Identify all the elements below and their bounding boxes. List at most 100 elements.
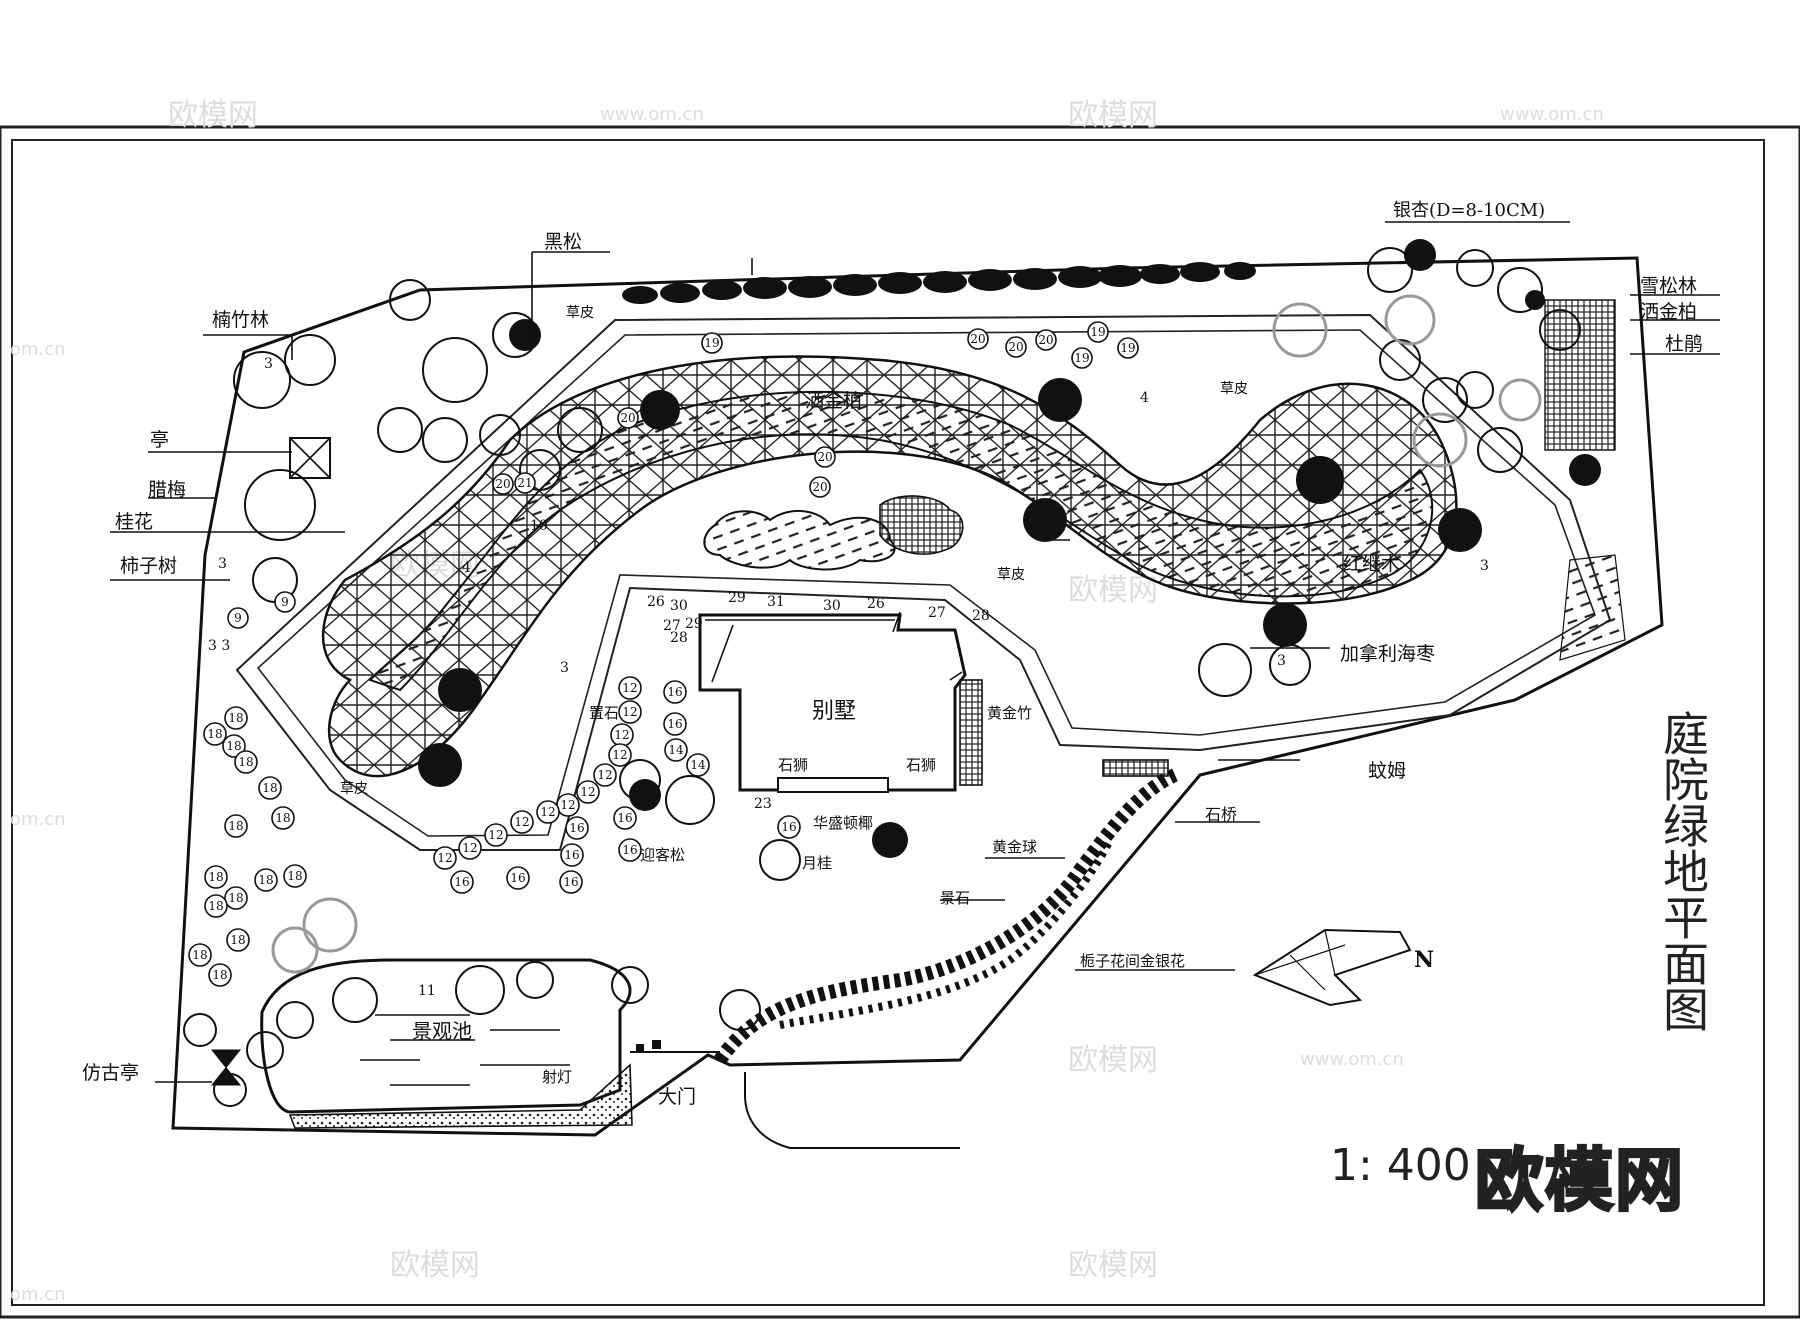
label-gold-cypress: 洒金柏 xyxy=(1640,301,1697,323)
label-hippophae: 加拿利海枣 xyxy=(1340,642,1435,665)
label-pine-welcome: 迎客松 xyxy=(640,846,685,864)
landscape-pond xyxy=(260,958,633,1129)
label-bamboo-gold: 黄金竹 xyxy=(987,704,1032,722)
label-stone-bridge: 石桥 xyxy=(1205,805,1237,824)
svg-text:3: 3 xyxy=(560,660,569,676)
svg-text:18: 18 xyxy=(262,781,277,795)
svg-text:18: 18 xyxy=(228,819,243,833)
label-bamboo: 楠竹林 xyxy=(212,309,269,331)
path-inner-edge xyxy=(256,329,1596,837)
label-loropetalum: 红继木 xyxy=(1343,553,1400,575)
label-lawn-right: 草皮 xyxy=(1220,381,1248,397)
svg-text:29: 29 xyxy=(685,616,703,632)
svg-text:21: 21 xyxy=(517,476,532,490)
svg-text:om.cn: om.cn xyxy=(10,1284,66,1305)
label-osmanthus: 桂花 xyxy=(115,511,153,533)
svg-text:3: 3 xyxy=(1480,558,1489,574)
label-cedar: 雪松林 xyxy=(1640,275,1697,297)
label-azalea: 杜鹃 xyxy=(1665,333,1703,355)
label-north: N xyxy=(1414,947,1434,973)
svg-text:3: 3 xyxy=(264,356,273,372)
flower-strip xyxy=(368,390,1434,692)
svg-text:16: 16 xyxy=(667,685,682,699)
svg-text:23: 23 xyxy=(754,796,772,812)
svg-text:12: 12 xyxy=(540,805,555,819)
svg-text:12: 12 xyxy=(597,768,612,782)
north-arrow xyxy=(1252,928,1412,1007)
tree-index-markers xyxy=(188,321,1139,987)
svg-text:12: 12 xyxy=(622,681,637,695)
svg-text:18: 18 xyxy=(192,948,207,962)
label-villa: 别墅 xyxy=(812,699,856,724)
svg-text:16: 16 xyxy=(622,843,637,857)
svg-text:12: 12 xyxy=(580,785,595,799)
label-pond: 景观池 xyxy=(412,1019,472,1043)
black-pine-hedge xyxy=(622,262,1256,304)
label-persimmon: 柿子树 xyxy=(120,555,177,577)
svg-text:16: 16 xyxy=(454,875,469,889)
svg-text:12: 12 xyxy=(514,815,529,829)
palm-symbols xyxy=(418,239,1601,858)
svg-text:4: 4 xyxy=(1140,390,1149,406)
svg-text:12: 12 xyxy=(560,798,575,812)
svg-text:欧模网: 欧模网 xyxy=(1068,1043,1158,1078)
svg-text:欧模网: 欧模网 xyxy=(1068,98,1158,133)
label-lawn-left: 草皮 xyxy=(340,781,368,797)
label-lawn-top: 草皮 xyxy=(566,305,594,321)
svg-text:18: 18 xyxy=(275,811,290,825)
label-gate: 大门 xyxy=(658,1086,696,1108)
svg-text:14: 14 xyxy=(668,743,684,757)
svg-text:18: 18 xyxy=(287,869,302,883)
svg-text:12: 12 xyxy=(488,828,503,842)
svg-text:欧模网: 欧模网 xyxy=(1068,1248,1158,1283)
svg-text:12: 12 xyxy=(614,728,629,742)
lawn-island-shrubs xyxy=(703,495,964,571)
svg-text:12: 12 xyxy=(612,748,627,762)
svg-text:www.om.cn: www.om.cn xyxy=(1500,104,1604,125)
svg-text:20: 20 xyxy=(620,411,635,425)
stone-bridge xyxy=(1102,759,1169,777)
svg-text:18: 18 xyxy=(226,739,241,753)
label-moon-osmanthus: 月桂 xyxy=(802,854,832,872)
svg-text:12: 12 xyxy=(462,841,477,855)
svg-text:18: 18 xyxy=(208,870,223,884)
svg-text:20: 20 xyxy=(1008,340,1023,354)
svg-text:27: 27 xyxy=(663,618,681,634)
svg-text:3 3: 3 3 xyxy=(208,638,230,654)
svg-text:www.om.cn: www.om.cn xyxy=(1300,1049,1404,1070)
svg-text:欧模网: 欧模网 xyxy=(1068,573,1158,608)
svg-text:16: 16 xyxy=(667,717,682,731)
tree-symbols xyxy=(183,247,1581,1107)
svg-text:16: 16 xyxy=(569,821,584,835)
label-lawn-center: 草皮 xyxy=(997,567,1025,583)
svg-text:9: 9 xyxy=(234,611,242,625)
svg-text:26: 26 xyxy=(867,596,885,612)
svg-text:om.cn: om.cn xyxy=(10,339,66,360)
svg-text:20: 20 xyxy=(1038,333,1053,347)
svg-text:18: 18 xyxy=(208,899,223,913)
svg-text:18: 18 xyxy=(238,755,253,769)
svg-text:18: 18 xyxy=(230,933,245,947)
svg-text:18: 18 xyxy=(212,968,227,982)
svg-text:14: 14 xyxy=(690,758,706,772)
svg-text:4: 4 xyxy=(462,560,471,576)
label-gold-ball: 黄金球 xyxy=(992,838,1037,856)
plant-labels: 黑松 银杏(D=8-10CM) 雪松林 洒金柏 杜鹃 楠竹林 亭 腊梅 桂花 柿… xyxy=(82,200,1703,1108)
label-spiraea: 洒金柏 xyxy=(805,390,862,412)
scale-label: 1: 400 xyxy=(1330,1140,1471,1191)
svg-text:16: 16 xyxy=(564,848,579,862)
svg-text:30: 30 xyxy=(823,598,841,614)
leader-lines xyxy=(110,221,1720,1083)
svg-text:30: 30 xyxy=(670,598,688,614)
svg-text:29: 29 xyxy=(728,590,746,606)
svg-text:28: 28 xyxy=(972,608,990,624)
svg-text:19: 19 xyxy=(704,336,719,350)
svg-text:12: 12 xyxy=(437,851,452,865)
ancient-pavilion-symbol xyxy=(210,1049,242,1086)
svg-text:11: 11 xyxy=(418,983,436,999)
svg-text:3: 3 xyxy=(218,556,227,572)
svg-text:26: 26 xyxy=(647,594,665,610)
svg-text:18: 18 xyxy=(228,711,243,725)
